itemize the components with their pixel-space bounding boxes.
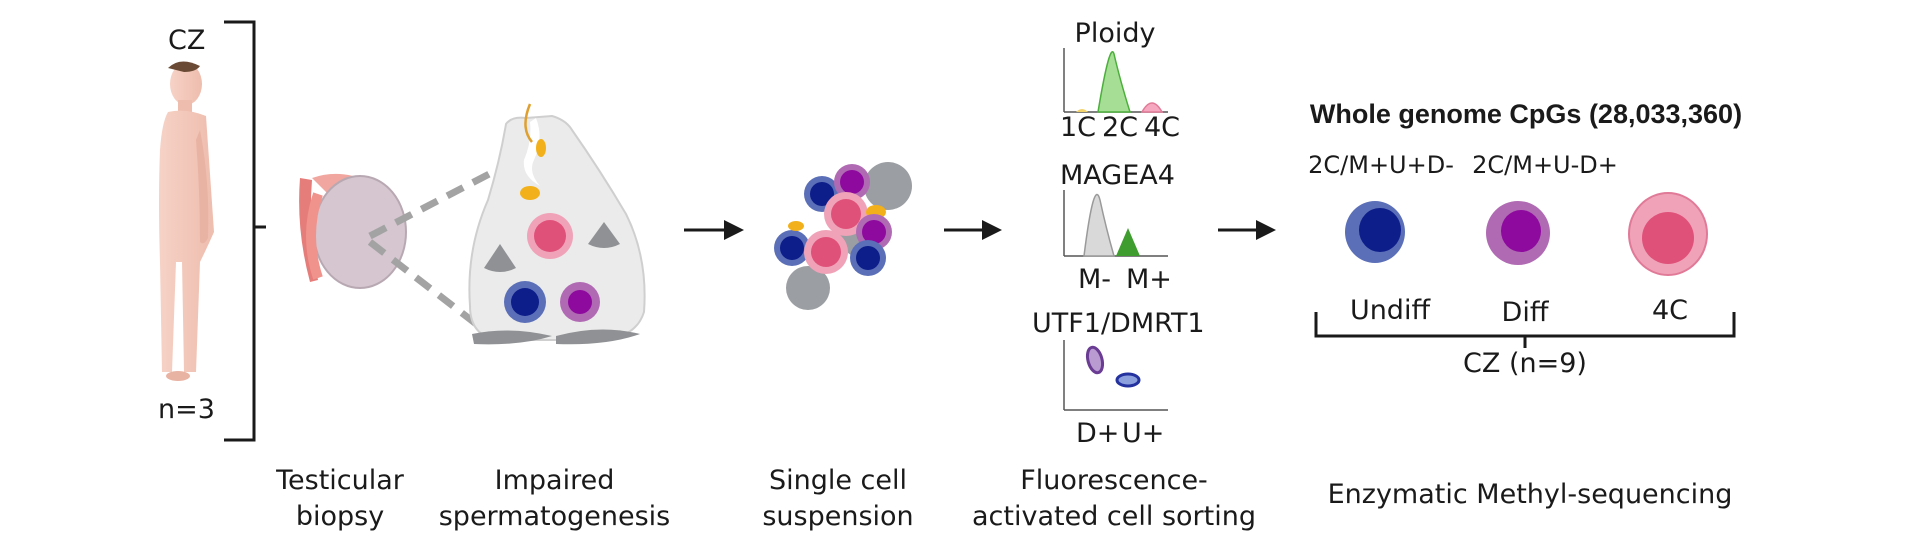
cohort-n-label: n=3 [158,394,215,425]
step-caption-suspension: Single cell suspension [762,465,914,532]
4c-cell-icon [1628,192,1708,276]
ploidy-tick-1c: 1C [1060,112,1097,143]
magea4-histogram [1063,190,1168,257]
result-bracket [1314,312,1736,348]
step-caption-em-seq: Enzymatic Methyl-sequencing [1327,479,1733,510]
cohort-bracket [224,20,266,442]
group-label-undiff: Undiff [1349,295,1431,326]
seminiferous-tubule-icon [468,103,646,345]
cohort-group-label: CZ [168,25,206,56]
ploidy-tick-4c: 4C [1144,112,1181,143]
step-caption-biopsy: Testicular biopsy [276,465,404,532]
zoom-line-bottom [367,239,487,333]
arrow-icon [684,220,744,240]
utf1-tick-u: U+ [1122,418,1165,449]
undiff-cell-icon [1345,201,1405,263]
group-label-4c: 4C [1651,295,1689,326]
magea4-tick-minus: M- [1078,264,1112,295]
step-caption-facs: Fluorescence- activated cell sorting [972,465,1256,532]
human-figure-icon [159,61,214,381]
utf1-tick-d: D+ [1076,418,1120,449]
arrow-icon [1218,220,1276,240]
group-label-diff: Diff [1501,297,1549,328]
ploidy-tick-2c: 2C [1102,112,1139,143]
gate-label-diff: 2C/M+U-D+ [1472,151,1618,179]
utf1-dmrt1-title: UTF1/DMRT1 [1032,308,1205,339]
cell-cluster-icon [774,162,912,310]
testis-icon [299,173,407,289]
utf1-dmrt1-scatter [1063,340,1168,411]
result-cohort-label: CZ (n=9) [1463,348,1587,379]
result-title: Whole genome CpGs (28,033,360) [1309,99,1743,129]
arrow-icon [944,220,1002,240]
step-caption-spermatogenesis: Impaired spermatogenesis [438,465,671,532]
gate-label-undiff: 2C/M+U+D- [1308,151,1454,179]
ploidy-histogram [1063,48,1168,113]
diff-cell-icon [1486,201,1550,265]
magea4-tick-plus: M+ [1126,264,1172,295]
ploidy-title: Ploidy [1074,18,1156,49]
magea4-title: MAGEA4 [1060,160,1175,191]
